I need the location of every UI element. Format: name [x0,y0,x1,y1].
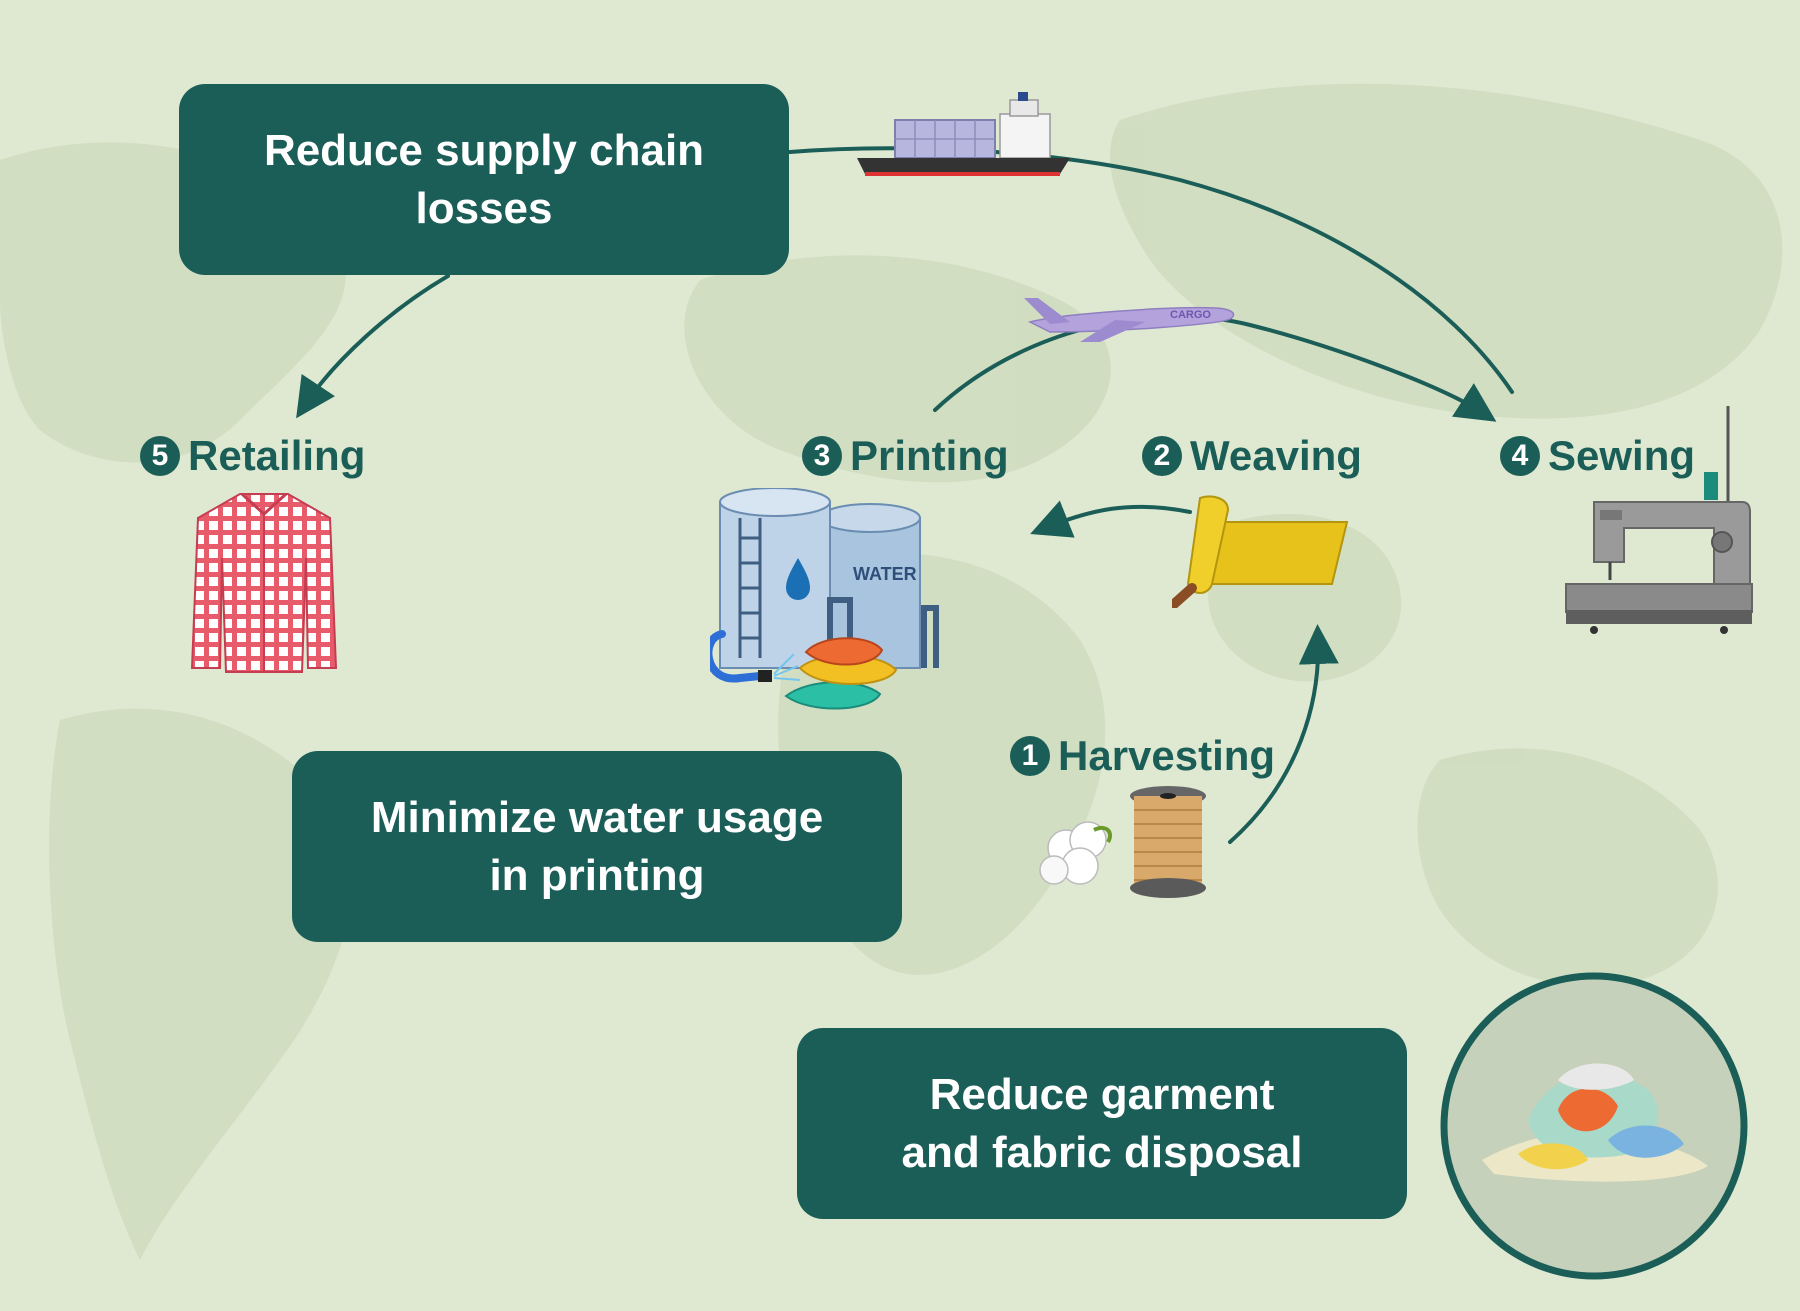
goal-minimize-water-usage: Minimize water usage in printing [292,751,902,942]
step-number-badge: 4 [1500,436,1540,476]
goal-text-line: and fabric disposal [901,1127,1303,1177]
step-number-badge: 1 [1010,736,1050,776]
goal-text-line: Reduce supply chain [263,125,705,175]
step-weaving: 2 Weaving [1142,432,1362,480]
step-number-badge: 5 [140,436,180,476]
water-tank-label: WATER [853,564,917,584]
fabric-roll-illustration [1172,492,1352,608]
plane-label: CARGO [1170,309,1211,321]
step-number-badge: 2 [1142,436,1182,476]
step-harvesting: 1 Harvesting [1010,732,1275,780]
step-number-badge: 3 [802,436,842,476]
goal-reduce-supply-chain-losses: Reduce supply chain losses [179,84,789,275]
cargo-ship-illustration [855,92,1075,178]
step-label: Retailing [188,432,366,479]
water-tank-illustration: WATER [710,488,1030,728]
goal-text-line: Reduce garment [929,1069,1275,1119]
step-printing: 3 Printing [802,432,1009,480]
goal-reduce-garment-disposal: Reduce garment and fabric disposal [797,1028,1407,1219]
goal-text-line: in printing [489,850,705,900]
goal-text-line: losses [415,183,553,233]
goal-text-line: Minimize water usage [370,792,824,842]
step-retailing: 5 Retailing [140,432,365,480]
sewing-machine-illustration [1564,402,1754,634]
cargo-plane-illustration: CARGO [1020,292,1240,346]
step-label: Weaving [1190,432,1362,479]
step-label: Harvesting [1058,732,1276,779]
step-label: Printing [850,432,1009,479]
step-label: Sewing [1548,432,1696,479]
cotton-and-spool-illustration [1036,784,1216,904]
plaid-shirt-illustration [190,488,338,676]
textile-waste-pile-illustration [1438,970,1750,1282]
step-sewing: 4 Sewing [1500,432,1695,480]
